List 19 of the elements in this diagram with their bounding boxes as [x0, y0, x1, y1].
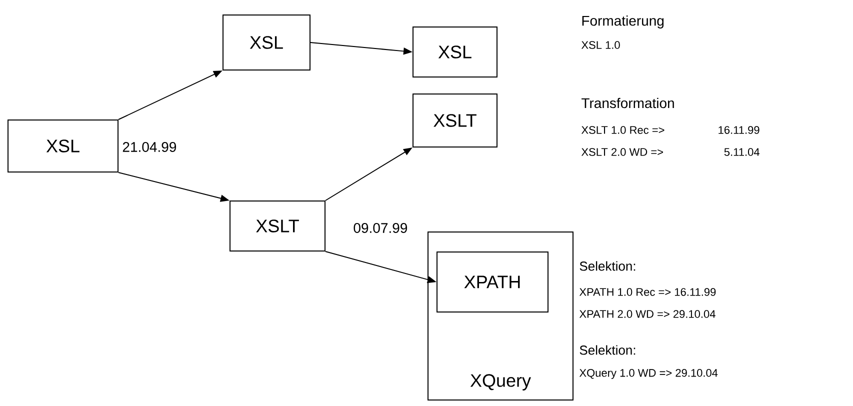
- process-box: XSL: [222, 14, 310, 70]
- annotation-text: Selektion:: [580, 261, 636, 271]
- process-box: XSL: [412, 26, 498, 78]
- process-box: XSLT: [230, 200, 326, 252]
- annotation-text: XSL 1.0: [581, 41, 620, 49]
- annotation-text: XSLT 2.0 WD =>: [581, 148, 663, 156]
- process-box: XSL: [8, 120, 119, 172]
- annotation-text: XPATH 1.0 Rec => 16.11.99: [579, 288, 716, 296]
- date-label: 09.07.99: [354, 223, 408, 233]
- annotation-text: Transformation: [582, 98, 674, 108]
- annotation-text: 16.11.99: [718, 126, 760, 134]
- annotation-text: 5.11.04: [724, 148, 760, 156]
- annotation-text: XPATH 2.0 WD => 29.10.04: [579, 310, 716, 318]
- annotation-text: XQuery 1.0 WD => 29.10.04: [579, 369, 718, 379]
- process-box: XSLT: [412, 94, 498, 148]
- annotation-text: Formatierung: [582, 15, 664, 29]
- annotation-text: XSLT 1.0 Rec =>: [581, 126, 664, 134]
- process-box: XPATH: [436, 252, 548, 312]
- annotation-text: Selektion:: [580, 345, 636, 355]
